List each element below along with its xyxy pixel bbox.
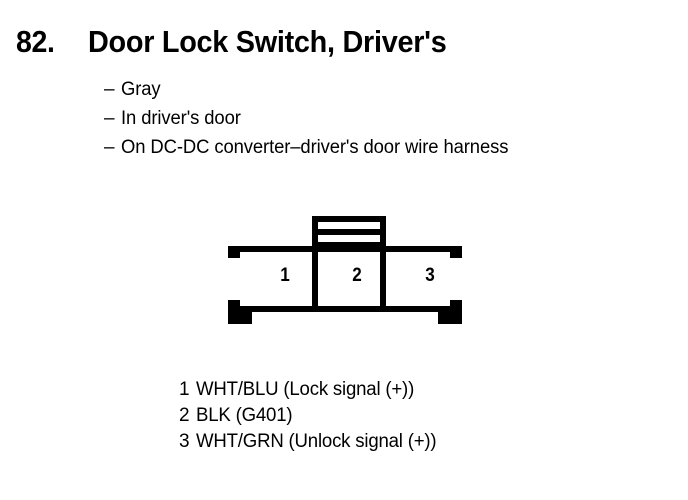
pin-cavity-label-3: 3 bbox=[425, 265, 435, 286]
description-list: – Gray – In driver's door – On DC-DC con… bbox=[104, 75, 674, 162]
list-item-label: On DC-DC converter–driver's door wire ha… bbox=[121, 137, 509, 158]
legend-pin-description: WHT/GRN (Unlock signal (+)) bbox=[196, 431, 437, 452]
heading: 82. Door Lock Switch, Driver's bbox=[16, 24, 473, 60]
legend-pin-number: 1 bbox=[179, 379, 190, 400]
pin-cavity-label-1: 1 bbox=[280, 265, 290, 286]
dash-icon: – bbox=[104, 108, 115, 129]
legend-row: 3 WHT/GRN (Unlock signal (+)) bbox=[179, 429, 441, 455]
legend-pin-number: 3 bbox=[179, 431, 190, 452]
connector-outline-icon bbox=[228, 216, 462, 324]
list-item-label: Gray bbox=[121, 79, 161, 100]
pin-cavity-label-2: 2 bbox=[352, 265, 362, 286]
dash-icon: – bbox=[104, 79, 115, 100]
legend-pin-description: WHT/BLU (Lock signal (+)) bbox=[196, 379, 415, 400]
list-item: – On DC-DC converter–driver's door wire … bbox=[104, 133, 674, 162]
list-item: – In driver's door bbox=[104, 104, 674, 133]
item-number: 82. bbox=[16, 24, 55, 59]
legend-row: 2 BLK (G401) bbox=[179, 403, 441, 429]
list-item: – Gray bbox=[104, 75, 674, 104]
page-title: Door Lock Switch, Driver's bbox=[87, 24, 447, 59]
pin-legend: 1 WHT/BLU (Lock signal (+)) 2 BLK (G401)… bbox=[179, 377, 441, 455]
tab-slot-upper bbox=[318, 222, 380, 229]
connector-diagram: 1 2 3 bbox=[220, 205, 470, 330]
list-item-label: In driver's door bbox=[121, 108, 241, 129]
legend-pin-number: 2 bbox=[179, 405, 190, 426]
legend-pin-description: BLK (G401) bbox=[196, 405, 293, 426]
dash-icon: – bbox=[104, 137, 115, 158]
connector-interior bbox=[240, 252, 450, 306]
pin-divider-1-2 bbox=[312, 246, 318, 306]
legend-row: 1 WHT/BLU (Lock signal (+)) bbox=[179, 377, 441, 403]
tab-slot-lower bbox=[318, 235, 380, 242]
pin-divider-2-3 bbox=[380, 246, 386, 306]
